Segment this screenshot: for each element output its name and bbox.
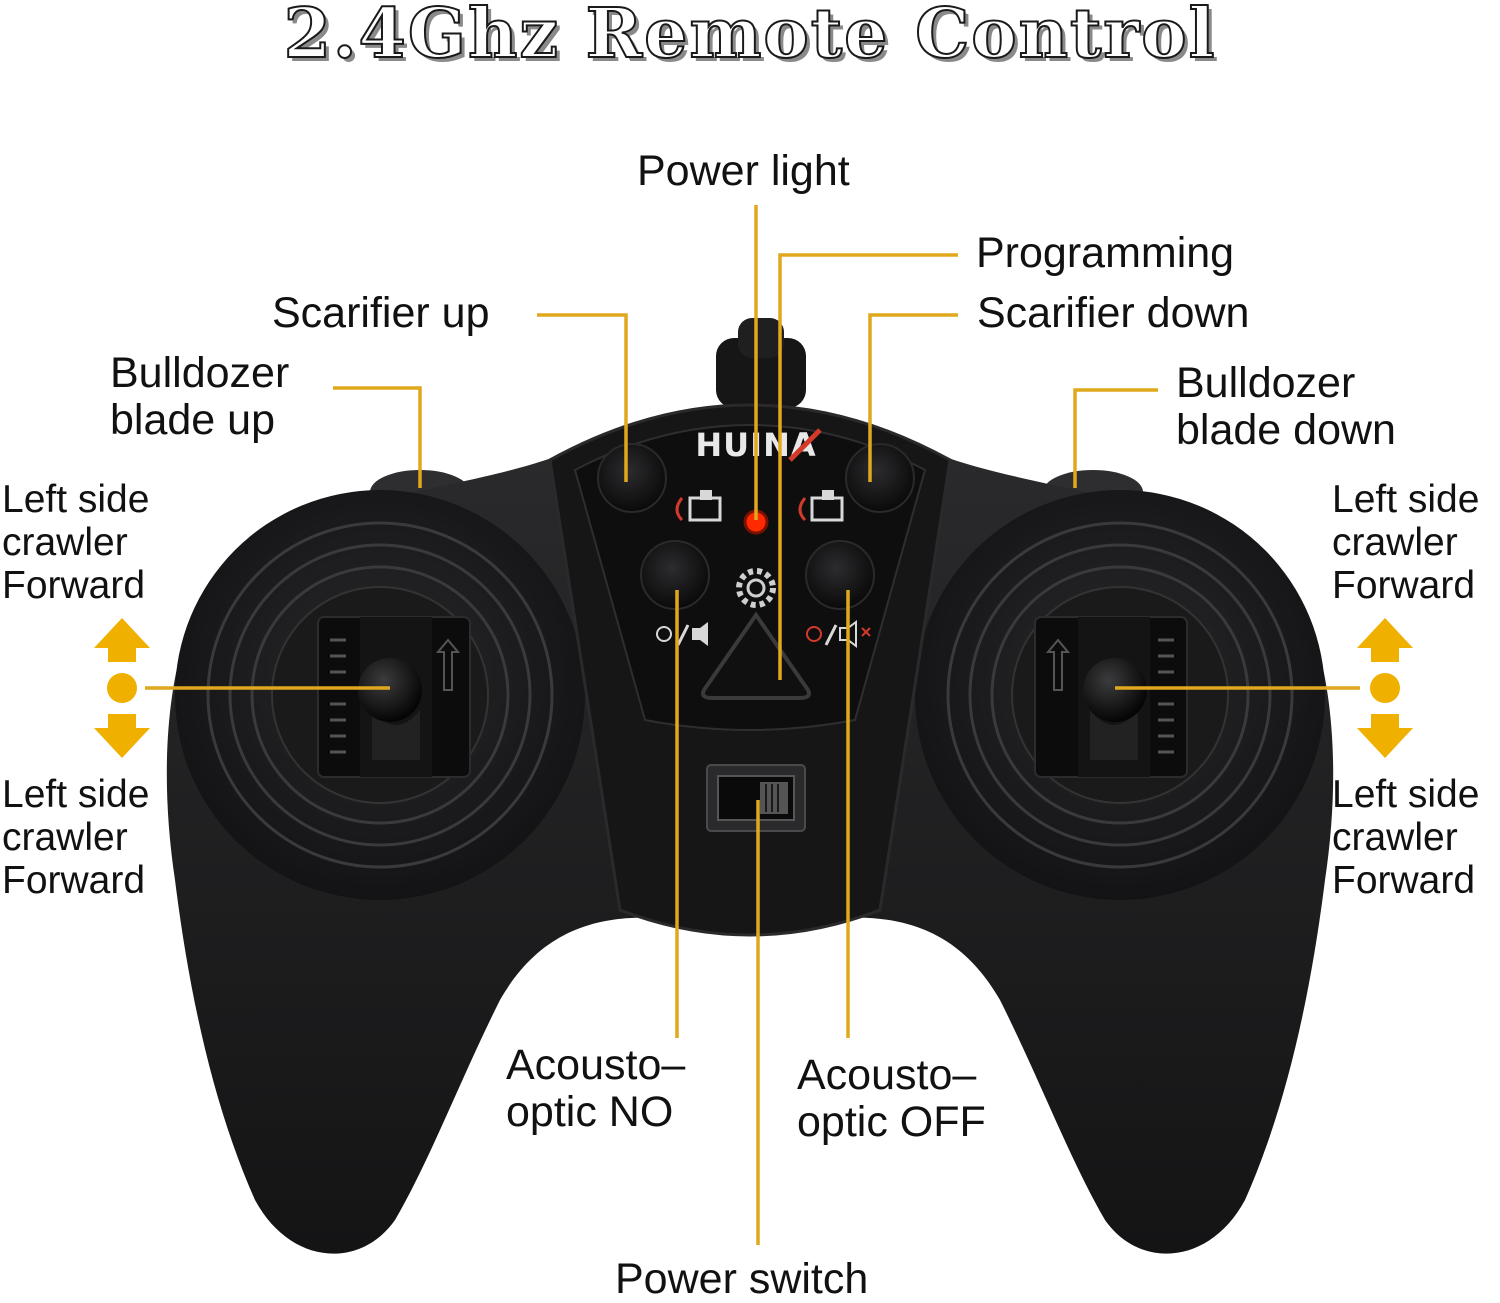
label-line: Forward (1332, 859, 1476, 902)
gear-icon (736, 568, 776, 608)
label-line: Acousto– (506, 1041, 686, 1089)
label-line: optic NO (506, 1088, 674, 1136)
label-bulldozer-blade-down: Bulldozer blade down (1176, 360, 1396, 454)
label-right-crawler-bottom: Left side crawler Forward (1332, 773, 1479, 902)
scarifier-down-icon (798, 490, 844, 522)
label-line: Bulldozer (110, 349, 290, 397)
right-joystick-knob[interactable] (1083, 658, 1147, 722)
page-title: 2.4Ghz Remote Control (283, 0, 1217, 74)
leader-programming (778, 253, 958, 680)
logo-accent (788, 428, 822, 462)
light-sound-on-icon (656, 622, 708, 646)
label-line: Forward (1332, 564, 1476, 607)
label-power-switch: Power switch (615, 1255, 869, 1303)
antenna (716, 318, 806, 408)
label-power-light: Power light (637, 147, 850, 195)
label-right-crawler-top: Left side crawler Forward (1332, 478, 1479, 607)
acousto-optic-off-button[interactable] (805, 540, 875, 610)
label-scarifier-down: Scarifier down (977, 289, 1250, 337)
label-line: crawler (2, 521, 128, 564)
label-line: Left side (1332, 478, 1480, 521)
left-double-arrow-up-down-icon (94, 618, 150, 758)
label-left-crawler-bottom: Left side crawler Forward (2, 773, 149, 902)
label-line: crawler (2, 816, 128, 859)
right-joystick-pad (915, 490, 1325, 900)
acousto-optic-on-button[interactable] (640, 540, 710, 610)
label-line: Forward (2, 859, 146, 902)
scarifier-down-button[interactable] (845, 443, 915, 513)
label-bulldozer-blade-up: Bulldozer blade up (110, 350, 289, 444)
label-line: Acousto– (797, 1051, 977, 1099)
label-left-crawler-top: Left side crawler Forward (2, 478, 149, 607)
left-joystick-knob[interactable] (358, 658, 422, 722)
power-switch[interactable] (706, 764, 806, 832)
label-line: optic OFF (797, 1098, 986, 1146)
label-line: blade up (110, 396, 275, 444)
label-acousto-optic-off: Acousto– optic OFF (797, 1052, 986, 1146)
label-line: Forward (2, 564, 146, 607)
label-line: crawler (1332, 816, 1458, 859)
label-programming: Programming (976, 229, 1235, 277)
leader-scarifier-up (537, 313, 628, 482)
leader-lines (145, 205, 1360, 1245)
label-scarifier-up: Scarifier up (272, 289, 490, 337)
triangle-button-icon[interactable] (701, 611, 811, 700)
label-line: blade down (1176, 406, 1396, 454)
leader-blade-up (333, 386, 422, 488)
label-line: crawler (1332, 521, 1458, 564)
scarifier-up-button[interactable] (597, 443, 667, 513)
left-joystick-pad (175, 490, 585, 900)
scarifier-up-icon (675, 490, 722, 522)
leader-blade-down (1073, 388, 1158, 488)
right-double-arrow-up-down-icon (1357, 618, 1413, 758)
label-line: Bulldozer (1176, 359, 1356, 407)
label-line: Left side (1332, 773, 1480, 816)
label-line: Left side (2, 773, 150, 816)
leader-scarifier-down (868, 313, 958, 482)
label-line: Left side (2, 478, 150, 521)
label-acousto-optic-on: Acousto– optic NO (506, 1042, 685, 1136)
